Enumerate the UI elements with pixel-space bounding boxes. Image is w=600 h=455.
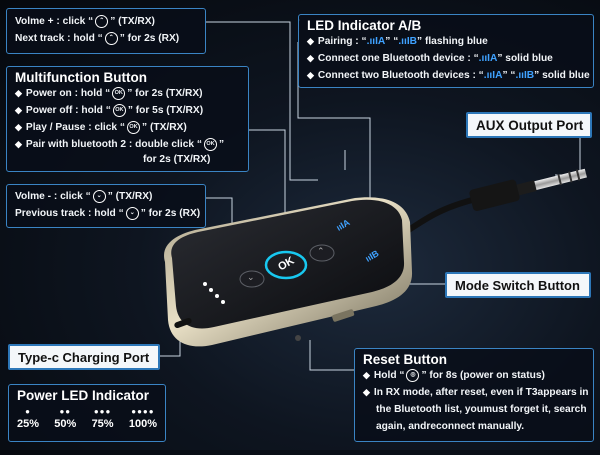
ok-icon: OK	[203, 137, 217, 151]
bullet-icon: ◆	[307, 36, 314, 46]
led-indicator-title: LED Indicator A/B	[307, 18, 422, 33]
power-led-title: Power LED Indicator	[17, 388, 150, 403]
bullet-icon: ◆	[363, 370, 370, 380]
next-track-line: Next track : hold “⌃” for 2s (RX)	[15, 31, 180, 45]
pairing-line: ◆Pairing : “.ııIA” “.ııIB” flashing blue	[307, 36, 488, 47]
chevron-up-icon: ⌃	[104, 31, 118, 45]
chevron-down-icon: ⌄	[125, 206, 139, 220]
volume-up-box: Volme + : click “⌃” (TX/RX) Next track :…	[6, 8, 206, 54]
power-led-levels: ●25% ●●50% ●●●75% ●●●●100%	[17, 406, 157, 430]
bullet-icon: ◆	[363, 387, 370, 397]
volume-up-line: Volme + : click “⌃” (TX/RX)	[15, 14, 155, 28]
mode-switch-label: Mode Switch Button	[445, 272, 591, 298]
bullet-icon: ◆	[15, 105, 22, 115]
reset-icon: ◎	[406, 368, 420, 382]
plus-button[interactable]: ⌃	[317, 246, 325, 256]
led-indicator-box: LED Indicator A/B ◆Pairing : “.ııIA” “.ı…	[298, 14, 594, 88]
level-25: ●25%	[17, 407, 40, 430]
bullet-icon: ◆	[15, 88, 22, 98]
bullet-icon: ◆	[15, 122, 22, 132]
minus-button[interactable]: ⌄	[247, 272, 255, 282]
level-100: ●●●●100%	[128, 407, 157, 430]
ok-icon: OK	[112, 86, 126, 100]
multifunction-box: Multifunction Button ◆Power on : hold “O…	[6, 66, 249, 172]
two-devices-line: ◆Connect two Bluetooth devices : “.ııIA”…	[307, 70, 590, 81]
level-50: ●●50%	[54, 407, 77, 430]
reset-title: Reset Button	[363, 352, 447, 367]
aux-output-label: AUX Output Port	[466, 112, 592, 138]
ok-icon: OK	[127, 120, 141, 134]
reset-rx-note: ◆In RX mode, after reset, even if T3appe…	[363, 387, 589, 398]
bullet-icon: ◆	[307, 70, 314, 80]
volume-down-box: Volme - : click “⌄” (TX/RX) Previous tra…	[6, 184, 206, 228]
level-75: ●●●75%	[91, 407, 114, 430]
chevron-down-icon: ⌄	[92, 189, 106, 203]
reset-hold-line: ◆Hold “◎” for 8s (power on status)	[363, 368, 545, 382]
power-led-box: Power LED Indicator ●25% ●●50% ●●●75% ●●…	[8, 384, 166, 442]
reset-rx-note-2: the Bluetooth list, youmust forget it, s…	[376, 404, 587, 415]
bullet-icon: ◆	[15, 139, 22, 149]
play-pause-line: ◆Play / Pause : click “OK” (TX/RX)	[15, 120, 187, 134]
previous-track-line: Previous track : hold “⌄” for 2s (RX)	[15, 206, 201, 220]
bullet-icon: ◆	[307, 53, 314, 63]
power-on-line: ◆Power on : hold “OK” for 2s (TX/RX)	[15, 86, 203, 100]
one-device-line: ◆Connect one Bluetooth device : “.ııIA” …	[307, 53, 553, 64]
reset-box: Reset Button ◆Hold “◎” for 8s (power on …	[354, 348, 594, 442]
multifunction-title: Multifunction Button	[15, 70, 147, 85]
chevron-up-icon: ⌃	[95, 14, 109, 28]
ok-icon: OK	[112, 103, 126, 117]
pair-line: ◆Pair with bluetooth 2 : double click “O…	[15, 137, 225, 151]
reset-rx-note-3: again, andreconnect manually.	[376, 421, 525, 432]
volume-down-line: Volme - : click “⌄” (TX/RX)	[15, 189, 153, 203]
pair-line-2: for 2s (TX/RX)	[143, 154, 211, 165]
type-c-label: Type-c Charging Port	[8, 344, 160, 370]
power-off-line: ◆Power off : hold “OK” for 5s (TX/RX)	[15, 103, 204, 117]
